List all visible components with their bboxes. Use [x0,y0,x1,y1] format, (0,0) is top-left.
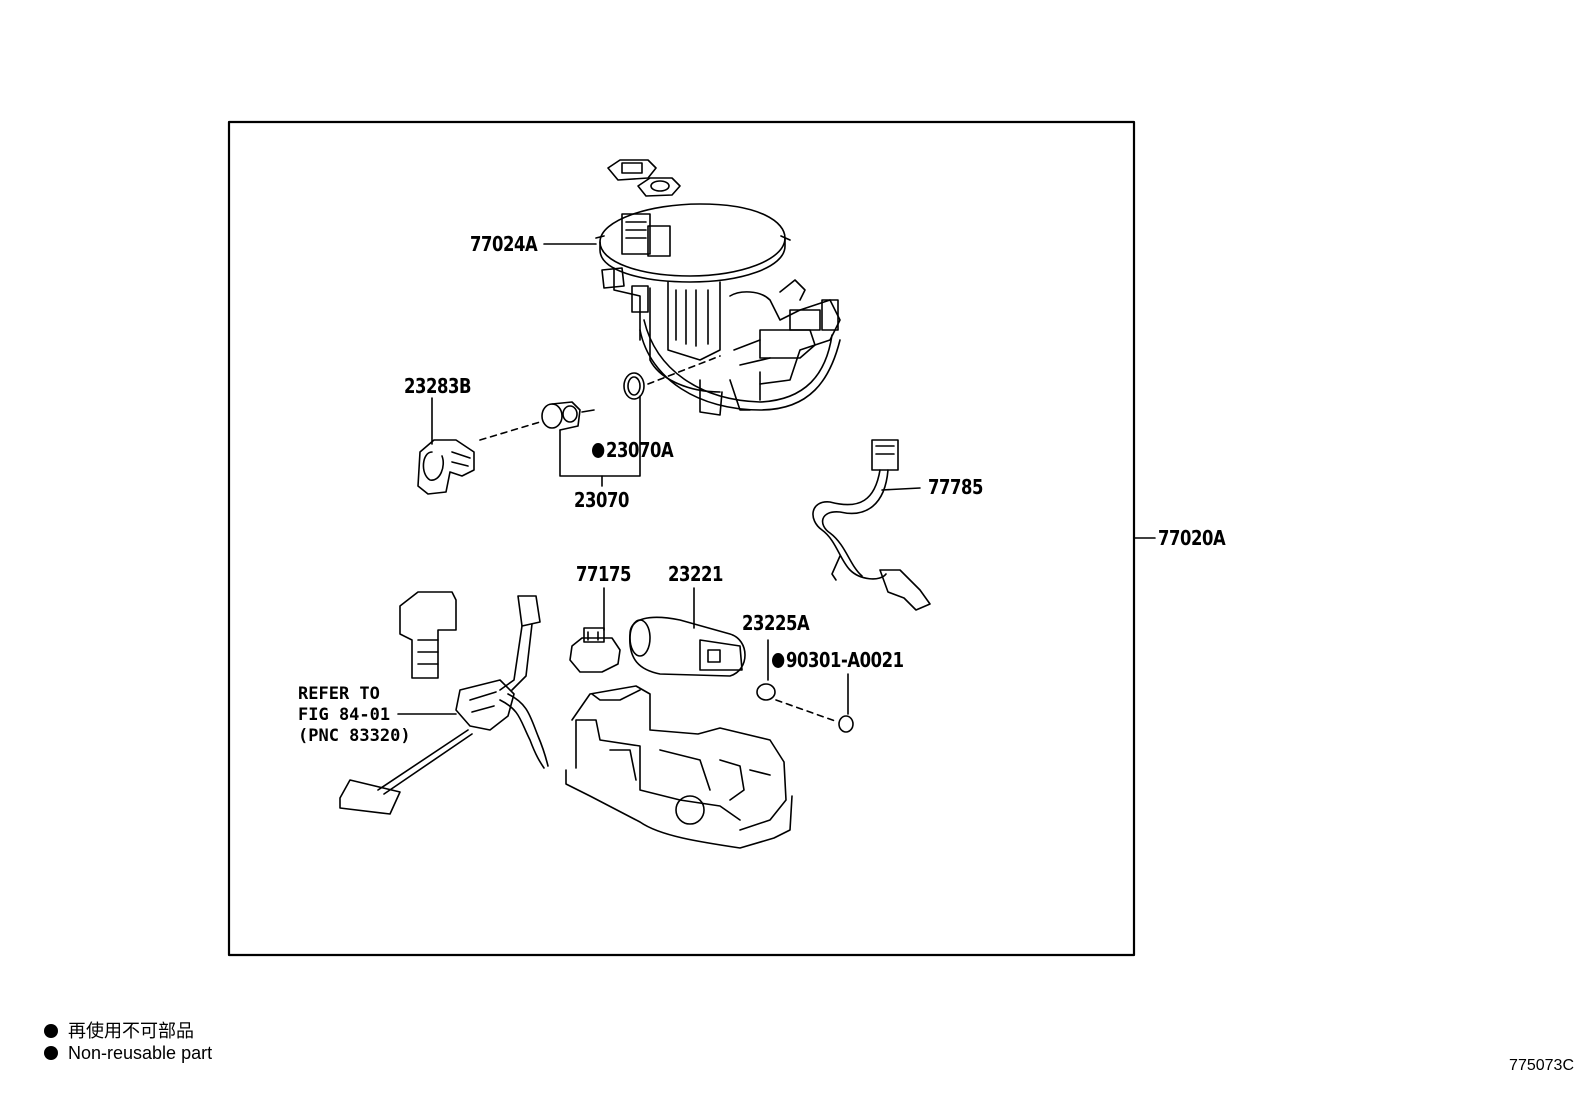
fuel-filter-23070 [541,395,641,487]
non-reusable-dot-icon [44,1046,58,1060]
label-77785: 77785 [928,475,984,499]
assembly-frame [227,120,1136,957]
top-gasket-parts [607,159,681,197]
non-reusable-dot-icon [772,653,785,668]
label-23070: 23070 [574,488,630,512]
label-23225A: 23225A [742,611,810,635]
fuel-level-sender [339,591,549,815]
diagram-code: 775073C [1509,1057,1574,1074]
o-ring-23070A [623,355,721,400]
label-23070A: 23070A [592,439,674,461]
label-23283B: 23283B [404,374,472,398]
label-23221: 23221 [668,562,724,586]
non-reusable-dot-icon [592,443,605,458]
fuel-pump-body [601,267,841,416]
legend-english: Non-reusable part [44,1043,212,1064]
fuel-sender-cover [543,203,791,283]
legend-japanese: 再使用不可部品 [44,1017,194,1043]
label-77020A: 77020A [1158,526,1226,550]
wire-harness-77785 [812,439,931,611]
bracket-23283B [417,397,541,495]
sub-tank-bracket [565,685,793,849]
label-90301-A0021: 90301-A0021 [772,649,904,671]
label-77024A: 77024A [470,232,538,256]
pump-cover-77175 [569,587,621,673]
fuel-pump-23221 [629,587,746,677]
seal-parts [756,639,854,733]
label-77175: 77175 [576,562,632,586]
non-reusable-dot-icon [44,1024,58,1038]
